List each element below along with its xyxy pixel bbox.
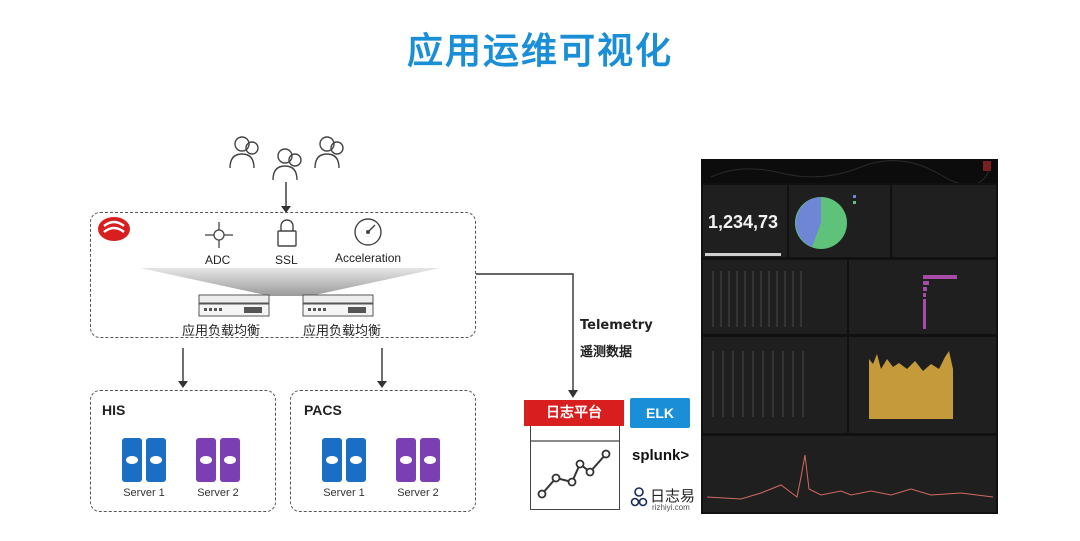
log-platform-title: 日志平台 [524,400,624,426]
page-title: 应用运维可视化 [406,31,673,72]
dashboard-big-number: 1,234,73 [708,212,779,232]
his-box [90,390,276,512]
feature-label-acceleration: Acceleration [335,251,402,265]
splunk-logo: splunk> [632,447,690,464]
arrow-to-pacs [377,348,387,388]
lb-light-beam [140,268,440,296]
server-icon [122,438,166,482]
load-balancer-label: 应用负载均衡 [182,324,261,339]
dashboard-panel [703,260,847,334]
pacs-title: PACS [304,402,342,418]
dashboard-panel [703,337,847,433]
telemetry-subtitle: 遥测数据 [580,345,633,360]
server-icon [196,438,240,482]
arrow-to-his [178,348,188,388]
server-icon [322,438,366,482]
server-label: Server 2 [397,487,439,499]
telemetry-title: Telemetry [580,318,653,333]
lock-icon [277,219,297,247]
feature-label-ssl: SSL [275,253,298,267]
load-balancer-device-icon [302,294,374,317]
rizhiyi-logo: 日志易 [650,487,696,505]
rizhiyi-url: rizhiyi.com [652,503,690,512]
load-balancer-device-icon [198,294,270,317]
dashboard-panel [703,436,996,512]
server-icon [396,438,440,482]
server-label: Server 1 [323,487,365,499]
load-balancer-label: 应用负载均衡 [303,324,382,339]
feature-label-adc: ADC [205,253,231,267]
adc-icon [205,222,233,248]
dashboard-map-strip [701,159,998,183]
adc-box [90,212,476,338]
server-label: Server 1 [123,487,165,499]
elk-logo: ELK [630,398,690,428]
brand-logo-icon [98,217,130,241]
arrow-users-to-adc [281,182,291,213]
dashboard-panel [703,185,787,257]
his-title: HIS [102,402,126,418]
pacs-box [290,390,476,512]
dashboard-panel [892,185,996,257]
telemetry-connector [476,273,578,398]
gauge-icon [354,218,382,246]
dashboard-graphics [705,195,994,500]
log-trend-chart-icon [530,440,620,499]
dashboard-screenshot [701,159,998,514]
rizhiyi-logo-icon [630,487,648,507]
users-icon [229,136,344,181]
dashboard-panel [849,260,996,334]
server-label: Server 2 [197,487,239,499]
